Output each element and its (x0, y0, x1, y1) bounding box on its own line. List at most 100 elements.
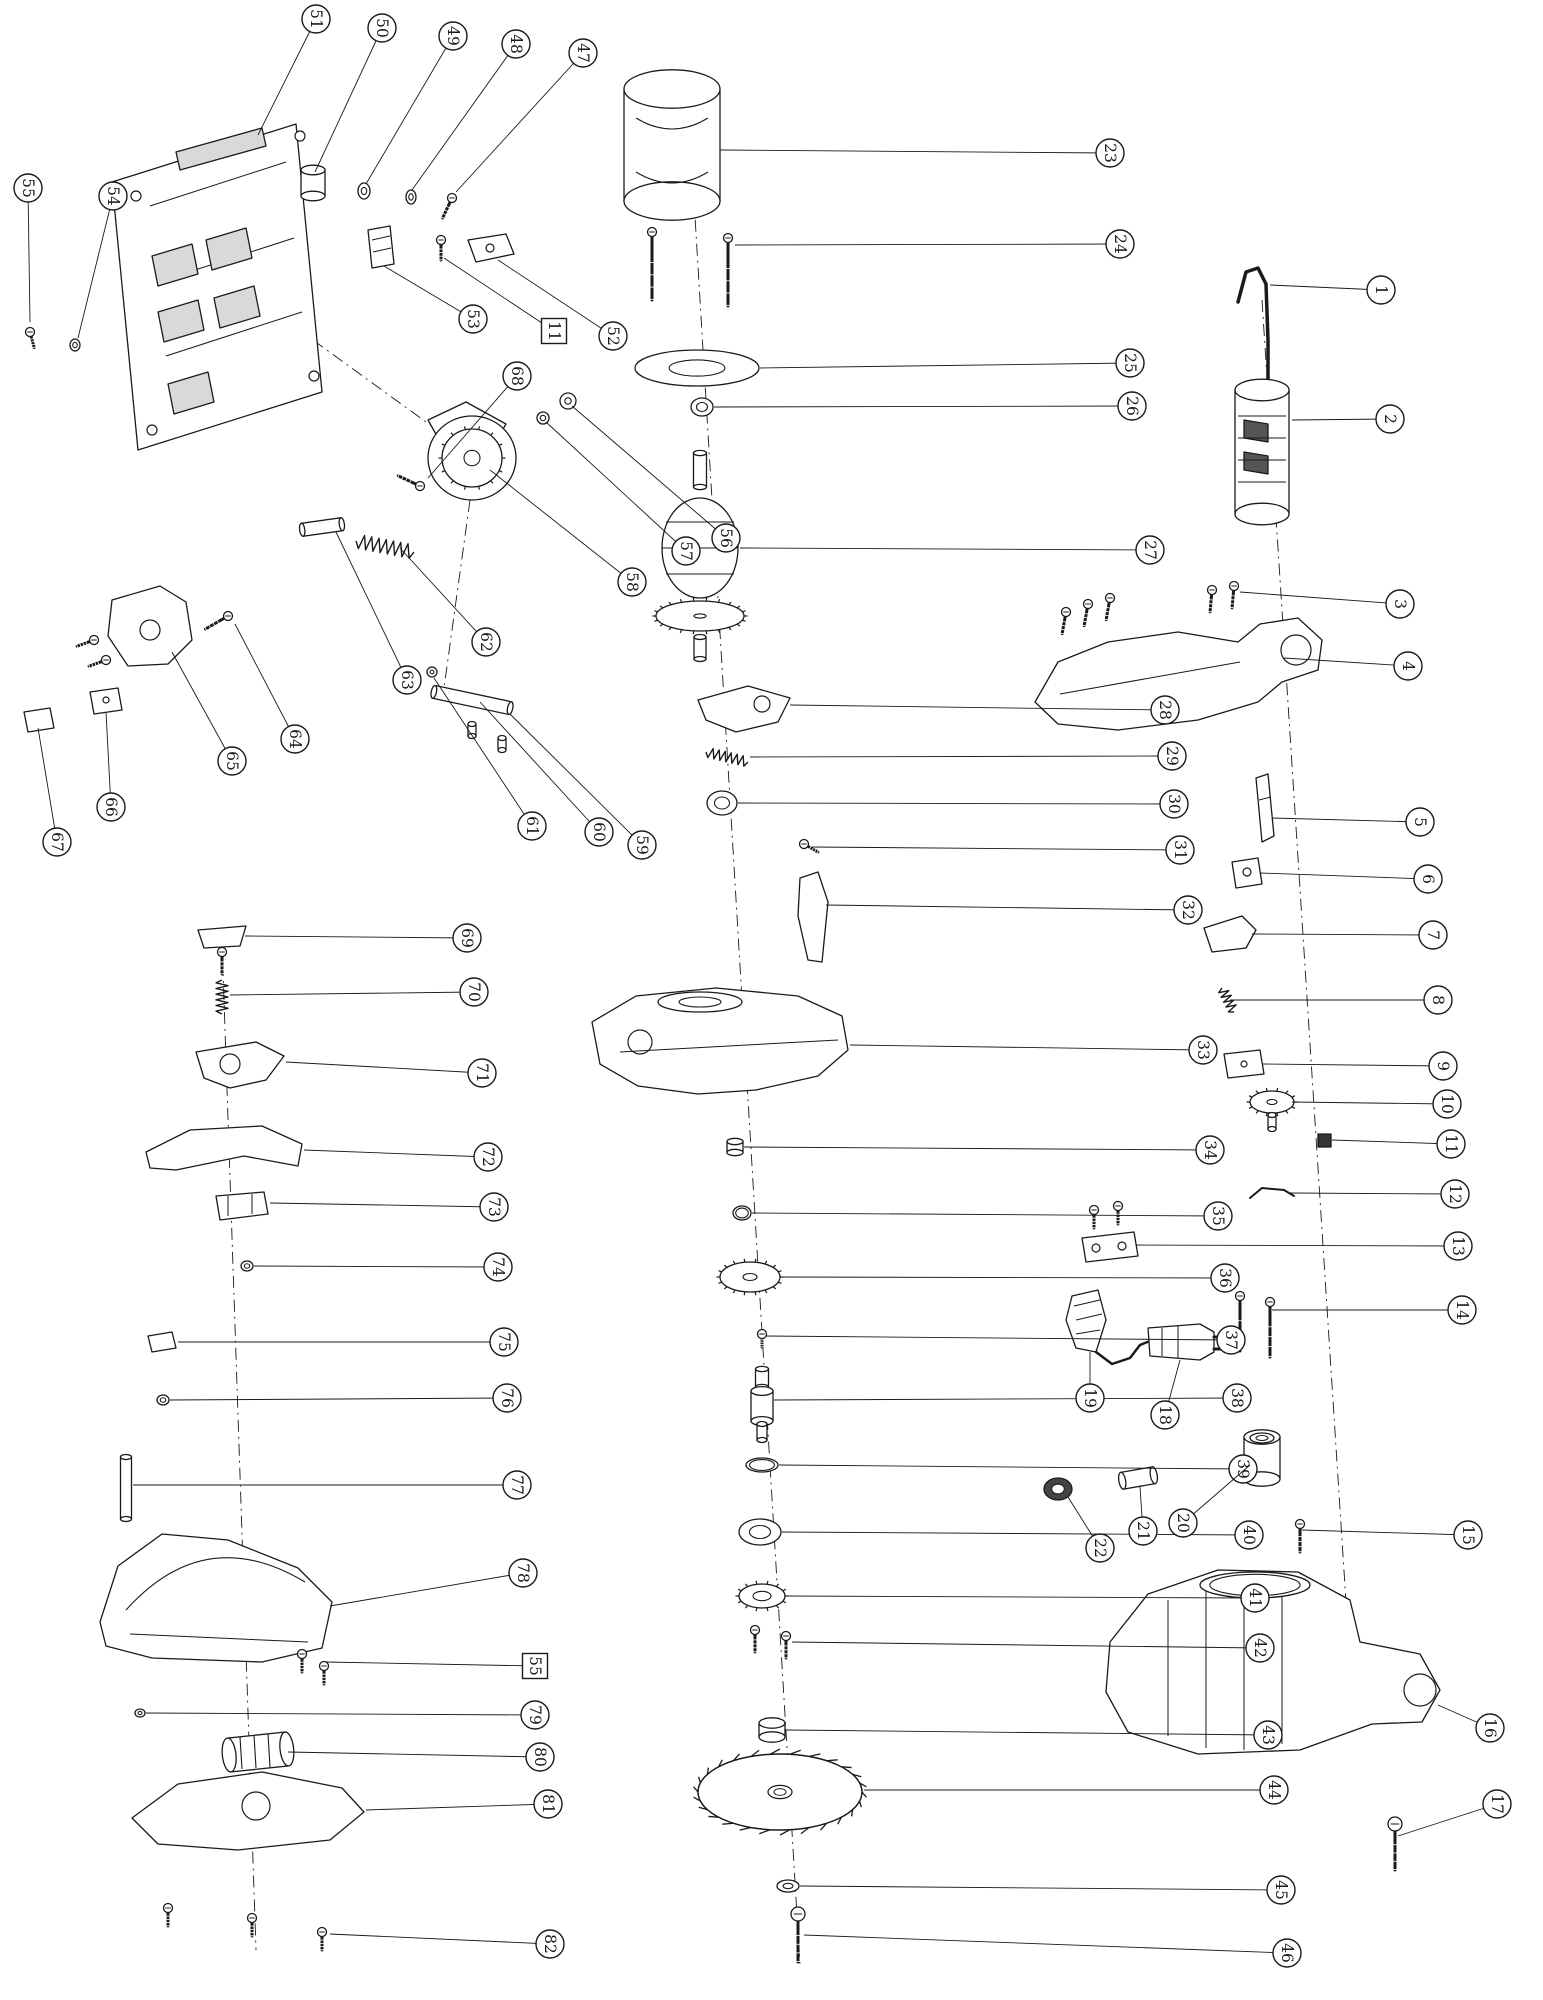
callout-circle (1482, 1789, 1512, 1819)
callout-circle (438, 21, 468, 51)
callout-31: 31 (811, 835, 1195, 865)
callout-11: 11 (1331, 1129, 1466, 1159)
callout-23: 23 (719, 138, 1125, 168)
part-end-cap (1043, 1477, 1073, 1501)
callout-circle (1272, 1938, 1302, 1968)
callout-46: 46 (803, 1934, 1302, 1968)
callout-8: 8 (1230, 985, 1453, 1015)
callout-19: 19 (1075, 1352, 1105, 1413)
callout-number: 72 (479, 1147, 497, 1167)
callout-number: 5 (1411, 817, 1429, 827)
callout-54: 54 (77, 181, 128, 339)
callout-circle (1173, 895, 1203, 925)
callout-number: 64 (286, 729, 304, 749)
callout-number: 33 (1194, 1040, 1212, 1060)
callout-number: 58 (623, 572, 641, 592)
part-roller-ribs (239, 1733, 271, 1770)
part-o-ring (732, 1205, 752, 1221)
callout-number: 53 (464, 309, 482, 329)
part-washer (134, 1708, 146, 1718)
part-screw (1088, 1204, 1100, 1230)
part-screw (1112, 1200, 1124, 1226)
callout-10: 10 (1291, 1089, 1462, 1119)
callout-circle (1203, 1201, 1233, 1231)
callout-77: 77 (133, 1470, 532, 1500)
callout-number: 12 (1446, 1184, 1464, 1204)
parts (23, 69, 1441, 1964)
callout-number: 68 (508, 366, 526, 386)
part-shaft (430, 684, 514, 716)
callout-number: 55 (19, 178, 37, 198)
callout-25: 25 (759, 348, 1145, 378)
callout-circle (502, 1470, 532, 1500)
callout-circle (1075, 1383, 1105, 1413)
part-latch (1231, 857, 1263, 889)
callout-number: 34 (1201, 1140, 1219, 1160)
part-pin (119, 1453, 133, 1523)
part-clamp-lever (195, 1041, 285, 1089)
callout-29: 29 (749, 741, 1187, 771)
part-screw (646, 226, 658, 302)
callout-circle (1128, 1516, 1158, 1546)
callout-circle (217, 746, 247, 776)
callout-number: 37 (1222, 1330, 1240, 1350)
callout-number: 15 (1459, 1525, 1477, 1545)
callout-number: 48 (507, 34, 525, 54)
callout-number: 44 (1265, 1780, 1283, 1800)
callout-70: 70 (229, 977, 489, 1007)
part-stop-block (23, 707, 55, 733)
callout-circle (1222, 1383, 1252, 1413)
callout-42: 42 (791, 1633, 1275, 1663)
callout-62: 62 (399, 547, 501, 657)
callout-circle (1259, 1775, 1289, 1805)
callout-circle (458, 304, 488, 334)
part-screw (162, 1902, 174, 1928)
callout-number: 14 (1453, 1300, 1471, 1320)
callout-square (521, 1652, 549, 1680)
callout-number: 77 (508, 1475, 526, 1495)
part-bracket (89, 687, 123, 715)
callout-circle (1245, 1633, 1275, 1663)
callout-circle (280, 724, 310, 754)
part-knob-screw (216, 946, 228, 976)
callout-number: 55 (526, 1656, 544, 1676)
callout-number: 65 (223, 751, 241, 771)
callout-circle (501, 29, 531, 59)
callout-56: 56 (571, 405, 741, 553)
callout-circle (1085, 1533, 1115, 1563)
part-handle-grip (1234, 378, 1290, 526)
callout-circle (535, 1929, 565, 1959)
callout-7: 7 (1251, 920, 1448, 950)
callout-55: 55 (325, 1652, 549, 1680)
callout-number: 30 (1165, 794, 1183, 814)
callout-circle (98, 181, 128, 211)
part-lock-lever (697, 685, 791, 733)
part-washer (426, 666, 438, 678)
part-armature-pinion (693, 633, 707, 663)
part-screw (318, 1660, 330, 1686)
part-screw (1081, 598, 1094, 628)
callout-21: 21 (1128, 1486, 1158, 1546)
part-base-arc (125, 1557, 306, 1611)
callout-circle (1165, 835, 1195, 865)
part-wheel-stem (1267, 1111, 1277, 1133)
callout-circle (96, 792, 126, 822)
callout-58: 58 (489, 469, 647, 597)
callout-circle (452, 923, 482, 953)
callout-44: 44 (864, 1775, 1289, 1805)
part-plate-cutout (213, 285, 261, 329)
callout-circle (13, 173, 43, 203)
part-blade-bolt (790, 1906, 806, 1964)
callout-35: 35 (751, 1201, 1233, 1231)
callout-circle (1168, 1508, 1198, 1538)
part-screw (798, 838, 820, 855)
part-screw (75, 634, 100, 650)
callout-number: 63 (398, 670, 416, 690)
part-screw (316, 1926, 328, 1952)
part-saw-blade (693, 1748, 867, 1836)
callout-number: 45 (1272, 1880, 1290, 1900)
callout-circle (598, 321, 628, 351)
